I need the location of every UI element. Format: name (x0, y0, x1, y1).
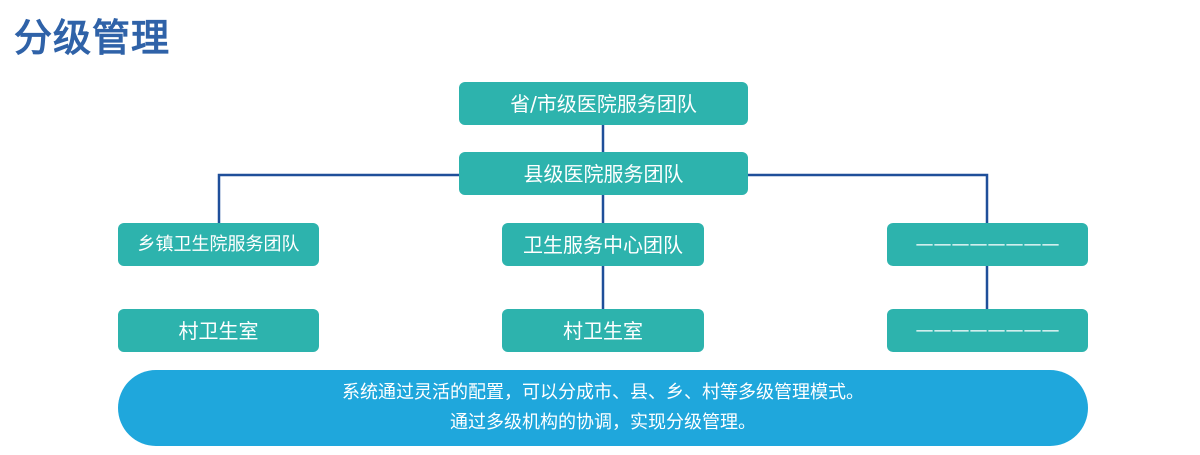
summary-line-1: 系统通过灵活的配置，可以分成市、县、乡、村等多级管理模式。 (342, 382, 864, 403)
node-right-bottom-placeholder: ———————— (887, 309, 1088, 352)
node-county-team: 县级医院服务团队 (459, 152, 748, 195)
connector-county-township (217, 173, 459, 223)
page-title: 分级管理 (14, 16, 171, 60)
node-village-clinic-left: 村卫生室 (118, 309, 319, 352)
node-health-center-team: 卫生服务中心团队 (502, 223, 704, 266)
node-right-top-placeholder: ———————— (887, 223, 1088, 266)
summary-banner: 系统通过灵活的配置，可以分成市、县、乡、村等多级管理模式。 通过多级机构的协调，… (118, 370, 1088, 446)
node-township-team: 乡镇卫生院服务团队 (118, 223, 319, 266)
node-province-team: 省/市级医院服务团队 (459, 82, 748, 125)
summary-line-2: 通过多级机构的协调，实现分级管理。 (450, 412, 756, 433)
node-village-clinic-center: 村卫生室 (502, 309, 704, 352)
connector-county-right (748, 173, 989, 223)
